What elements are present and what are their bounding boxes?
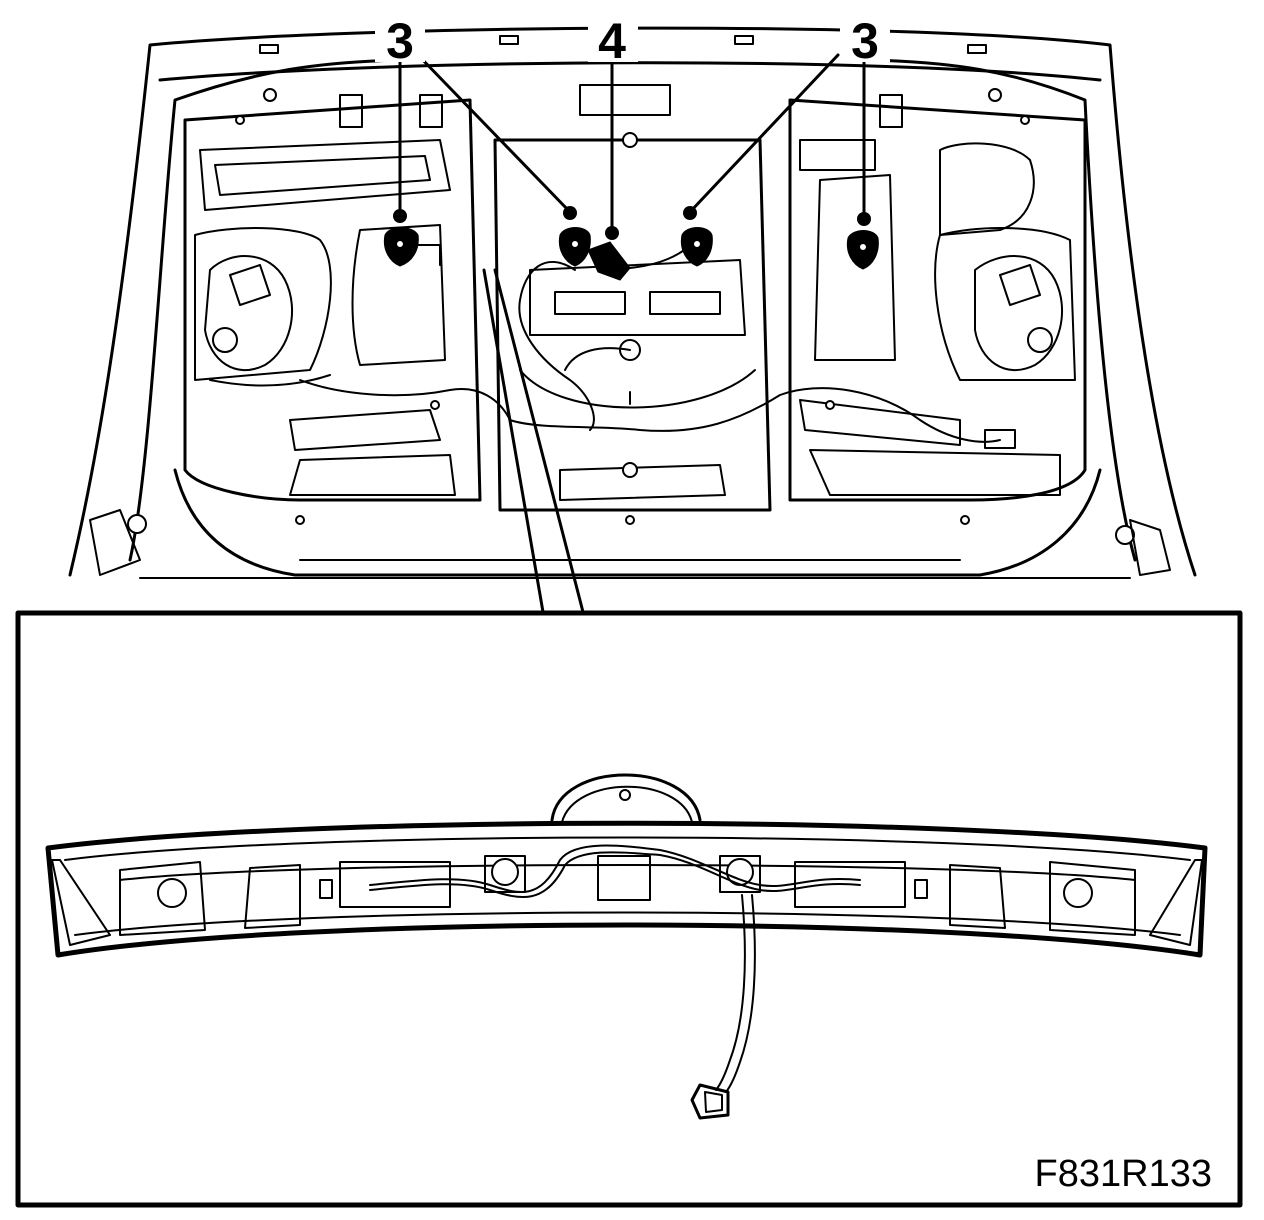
callout-dot [857,212,871,226]
callout-label-fastener-left: 3 [386,13,414,69]
callout-dot [563,206,577,220]
callout-dot [683,206,697,220]
fastener-left-inner-marker [558,227,591,267]
inset-leader-left [482,268,545,614]
inset-leader-right [493,268,585,614]
callout-leaders [393,53,871,240]
fastener-right-inner-marker [680,227,713,267]
trunk-lid-inner-edge [128,58,1137,562]
trunk-lid-view [68,26,1197,579]
detail-inset-frame [15,610,1243,1208]
connector-center-marker [587,241,691,281]
callout-label-fastener-right: 3 [851,13,879,69]
callout-dot [605,226,619,240]
figure-code: F831R133 [1035,1153,1212,1195]
callout-label-connector: 4 [598,13,626,69]
fastener-left-outer-marker [383,227,441,267]
fastener-right-outer-marker [846,230,879,270]
callout-dot [393,209,407,223]
brake-light-unit [45,773,1208,1120]
